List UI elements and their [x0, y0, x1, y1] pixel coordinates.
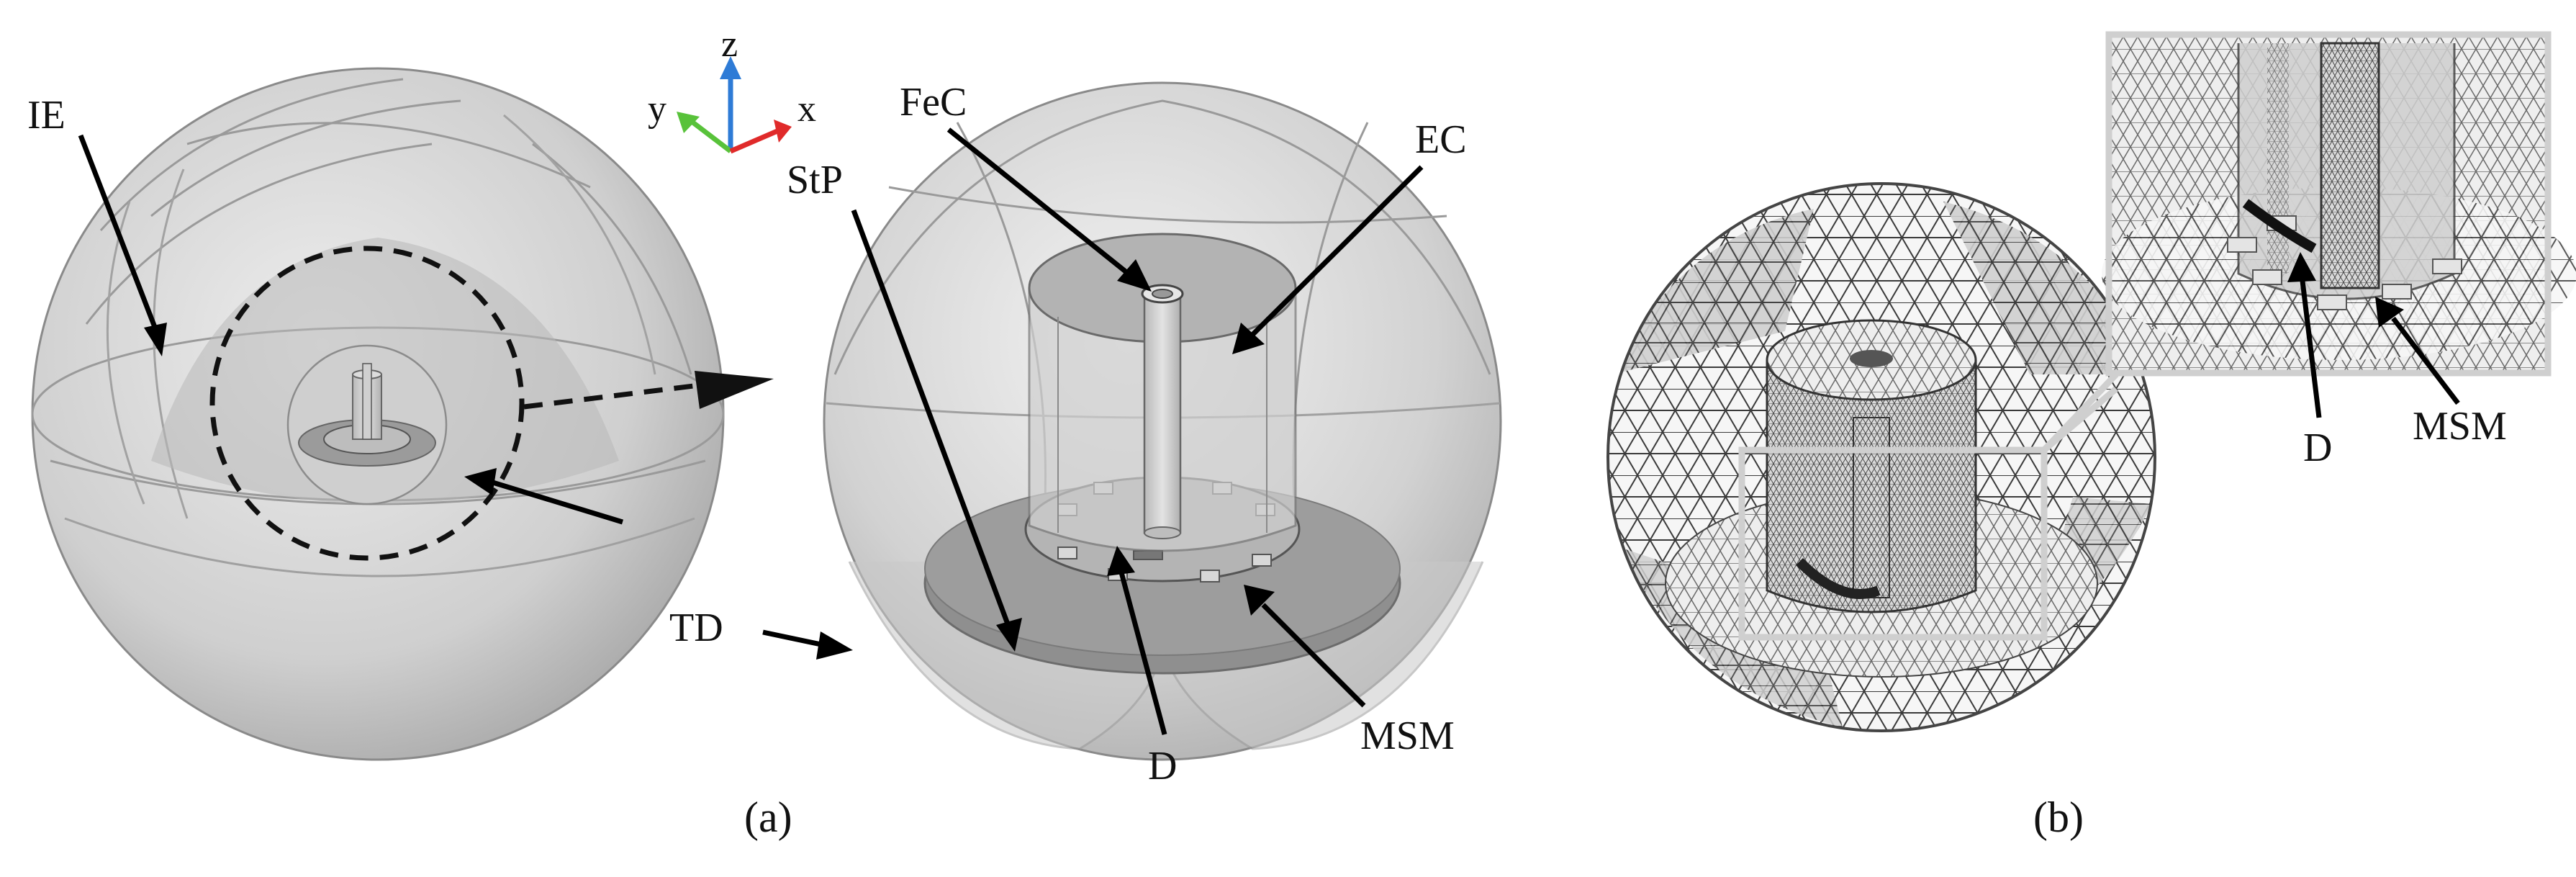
- axis-x-label: x: [797, 89, 816, 130]
- axis-z-label: z: [721, 24, 738, 65]
- zoom-arrow-head: [695, 371, 774, 409]
- panel-b-mesh-model: [1606, 182, 2156, 732]
- panel-a-annotations: IE TD StP FeC EC D MSM (a): [27, 80, 1467, 841]
- panel-b-inset: [2102, 31, 2576, 377]
- label-fec: FeC: [900, 80, 967, 125]
- label-d: D: [1148, 744, 1177, 788]
- label-msm-b: MSM: [2413, 404, 2507, 449]
- inner-device: [286, 344, 448, 505]
- label-ec: EC: [1415, 117, 1467, 162]
- zoom-dashed-circle: [209, 246, 525, 561]
- label-td: TD: [669, 606, 723, 650]
- axis-y-label: y: [648, 89, 666, 130]
- label-d-b: D: [2303, 426, 2332, 470]
- panel-a-right-sphere: [823, 81, 1502, 761]
- zoom-region-box: [1738, 446, 2048, 641]
- axes-triad: z y x: [648, 24, 816, 154]
- panel-a-left-sphere: [31, 67, 774, 761]
- panel-b-annotations: D MSM (b): [2033, 252, 2507, 841]
- label-ie: IE: [27, 93, 65, 138]
- caption-b: (b): [2033, 793, 2084, 841]
- label-stp: StP: [787, 158, 843, 202]
- label-msm: MSM: [1360, 714, 1455, 758]
- caption-a: (a): [744, 793, 792, 841]
